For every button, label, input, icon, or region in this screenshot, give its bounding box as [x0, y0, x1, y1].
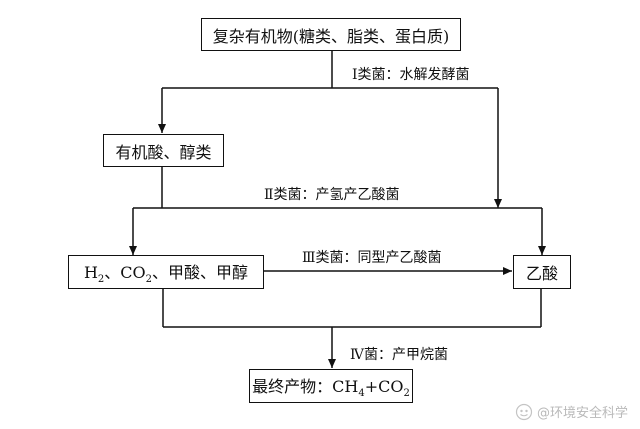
node-intermediates: H2、CO2、甲酸、甲醇 [68, 255, 264, 289]
node-final-products: 最终产物：CH4+CO2 [249, 369, 413, 403]
node-acetic-acid: 乙酸 [513, 255, 571, 289]
label-group2-acetogenic: Ⅱ类菌：产氢产乙酸菌 [262, 184, 402, 204]
node-final-products-text: 最终产物：CH4+CO2 [252, 376, 410, 400]
watermark: @环境安全科学 [515, 402, 628, 421]
node-complex-organics: 复杂有机物(糖类、脂类、蛋白质) [201, 18, 461, 51]
node-acetic-acid-text: 乙酸 [525, 264, 558, 283]
watermark-text: @环境安全科学 [536, 406, 628, 421]
label-group4-methanogenic: Ⅳ菌：产甲烷菌 [348, 344, 450, 364]
watermark-logo-icon [515, 403, 533, 420]
label-group3-homoacetogenic: Ⅲ类菌：同型产乙酸菌 [300, 247, 444, 267]
node-organic-acids-alcohols-text: 有机酸、醇类 [115, 142, 212, 162]
node-intermediates-text: H2、CO2、甲酸、甲醇 [83, 262, 249, 286]
node-complex-organics-text: 复杂有机物(糖类、脂类、蛋白质) [212, 26, 450, 46]
node-organic-acids-alcohols: 有机酸、醇类 [103, 134, 224, 167]
label-group1-hydrolytic: Ⅰ类菌：水解发酵菌 [350, 64, 472, 84]
